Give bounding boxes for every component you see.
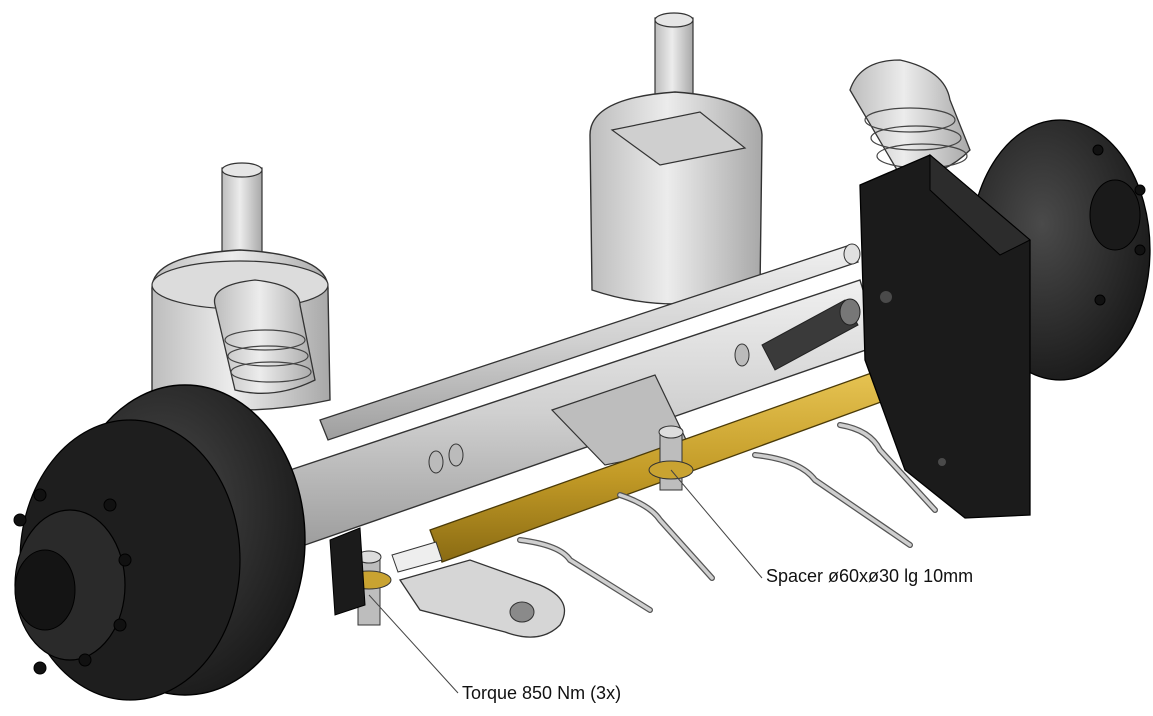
upper-cross-tube: [319, 243, 861, 441]
axle-beam: [289, 279, 881, 546]
torque-annotation: Torque 850 Nm (3x): [462, 683, 622, 703]
left-brake-chamber: [213, 279, 316, 394]
spacer-annotation: Spacer ø60xø30 lg 10mm: [766, 566, 974, 586]
spacer-bolt: [648, 425, 694, 491]
callout-leaders: [368, 469, 763, 694]
trailing-arm: [398, 559, 566, 638]
right-brake-chamber: [849, 59, 971, 177]
left-hanger-bracket: [329, 527, 366, 616]
right-damper: [761, 298, 861, 371]
torque-bolt: [346, 550, 392, 626]
middle-air-spring: [589, 12, 763, 305]
left-brake-drum: [13, 384, 306, 701]
right-hanger-bracket: [859, 153, 1031, 519]
